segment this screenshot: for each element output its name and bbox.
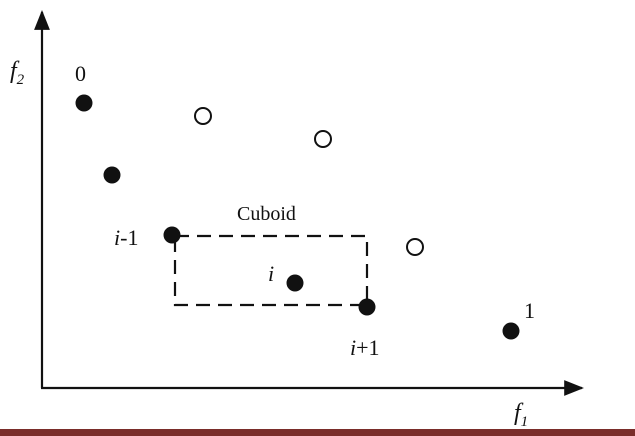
cuboid-box <box>173 234 369 307</box>
point-i <box>286 274 304 292</box>
point-2 <box>103 166 121 184</box>
label-1: 1 <box>524 298 535 323</box>
point-0 <box>75 94 93 112</box>
hollow-point-a <box>194 107 212 125</box>
hollow-point-c <box>406 238 424 256</box>
bottom-bar <box>0 429 635 436</box>
cuboid-label: Cuboid <box>237 203 296 225</box>
x-axis-label: f1 <box>514 400 528 430</box>
label-i-minus-1: i-1 <box>114 225 138 250</box>
label-0: 0 <box>75 61 86 86</box>
label-i: i <box>268 261 274 286</box>
y-axis-label: f2 <box>10 58 25 88</box>
point-i-plus-1 <box>358 298 376 316</box>
hollow-point-b <box>314 130 332 148</box>
label-i-plus-1: i+1 <box>350 335 380 360</box>
point-1 <box>502 322 520 340</box>
point-i-minus-1 <box>163 226 181 244</box>
